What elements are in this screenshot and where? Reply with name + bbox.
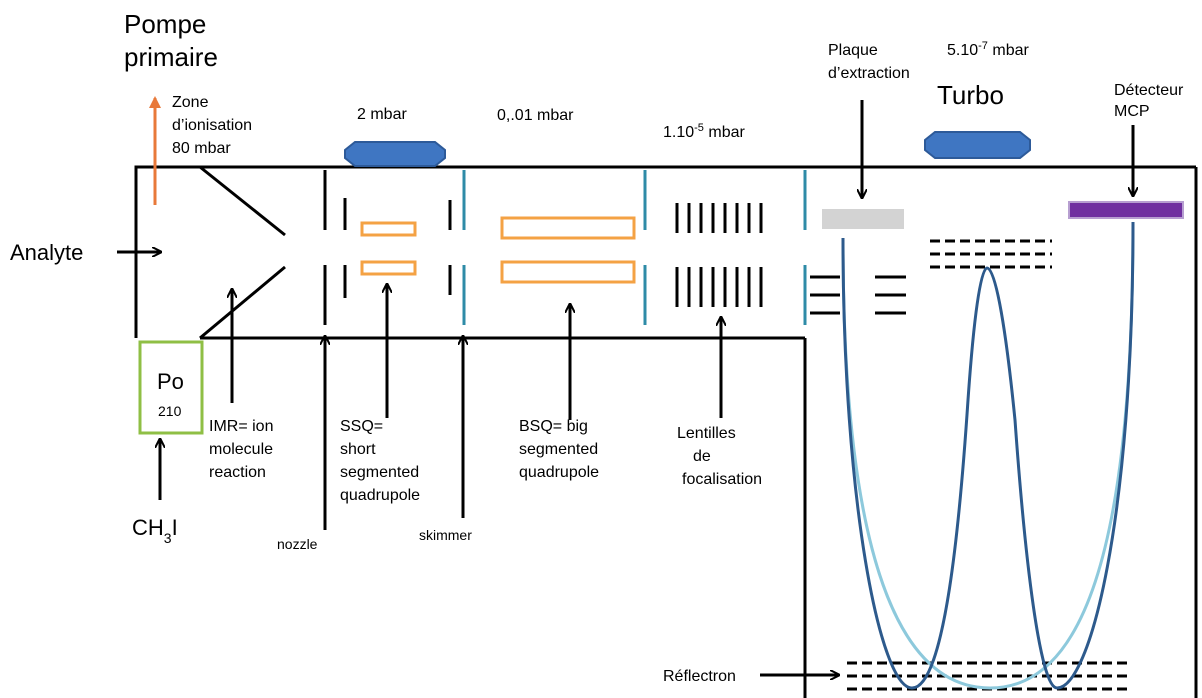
imr-label-1: IMR= ion <box>209 418 273 435</box>
ch3i-label: CH3I <box>132 515 178 546</box>
pressure-3-base: 1.10 <box>663 124 694 141</box>
ssq-rods <box>360 221 417 276</box>
analyte-label: Analyte <box>10 240 83 265</box>
reflectron-label: Réflectron <box>663 668 736 685</box>
nozzle-label: nozzle <box>277 536 318 552</box>
ssq-label-3: segmented <box>340 464 419 481</box>
plaque-label-1: Plaque <box>828 42 878 59</box>
pressure-4-exponent: -7 <box>978 40 988 52</box>
trajectory-light <box>841 221 1135 690</box>
teal-electrodes <box>462 170 807 325</box>
pompe-label-2: primaire <box>124 42 218 72</box>
zone-label-2: d’ionisation <box>172 117 252 134</box>
extraction-plate <box>822 209 904 229</box>
ch3i-subscript: 3 <box>164 530 172 546</box>
polonium-source-icon <box>138 340 204 435</box>
lentilles-label-3: focalisation <box>682 471 762 488</box>
ch3i-part-b: I <box>172 515 178 540</box>
pump-icon-turbo <box>924 131 1031 159</box>
tof-entrance-electrodes <box>810 275 906 315</box>
lentilles-label-1: Lentilles <box>677 425 736 442</box>
bsq-label-3: quadrupole <box>519 464 599 481</box>
pressure-label-3: 1.10-5 mbar <box>663 122 745 141</box>
arrows <box>117 100 1133 675</box>
skimmer-label: skimmer <box>419 527 472 543</box>
pompe-label-1: Pompe <box>124 9 206 39</box>
chamber-outline <box>134 165 1198 698</box>
pressure-3-exponent: -5 <box>694 122 704 134</box>
reflectron-grid <box>847 661 1128 691</box>
upper-dashed-grid <box>930 239 1052 269</box>
po-label: Po <box>157 369 184 394</box>
bsq-label-1: BSQ= big <box>519 418 588 435</box>
pressure-label-1: 2 mbar <box>357 106 407 123</box>
pressure-label-4: 5.10-7 mbar <box>947 40 1029 59</box>
lentilles-label-2: de <box>693 448 711 465</box>
pump-icon-1 <box>344 141 446 167</box>
po-mass-label: 210 <box>158 403 182 419</box>
ssq-label-1: SSQ= <box>340 418 383 435</box>
turbo-label: Turbo <box>937 80 1004 110</box>
trajectory-dark <box>841 221 1135 690</box>
ssq-label-2: short <box>340 441 376 458</box>
bsq-label-2: segmented <box>519 441 598 458</box>
ch3i-part-a: CH <box>132 515 164 540</box>
pressure-4-unit: mbar <box>988 42 1030 59</box>
detecteur-label-2: MCP <box>1114 103 1150 120</box>
plaque-label-2: d’extraction <box>828 65 910 82</box>
imr-label-2: molecule <box>209 441 273 458</box>
zone-label-1: Zone <box>172 94 209 111</box>
detecteur-label-1: Détecteur <box>1114 82 1184 99</box>
focusing-lenses <box>675 203 763 307</box>
pressure-4-base: 5.10 <box>947 42 978 59</box>
imr-label-3: reaction <box>209 464 266 481</box>
pressure-3-unit: mbar <box>704 124 746 141</box>
mcp-detector-icon <box>1068 201 1184 219</box>
zone-label-3: 80 mbar <box>172 140 231 157</box>
bsq-rods <box>500 216 636 284</box>
pressure-label-2: 0,.01 mbar <box>497 107 574 124</box>
nozzle-electrodes <box>323 170 347 325</box>
ssq-label-4: quadrupole <box>340 487 420 504</box>
